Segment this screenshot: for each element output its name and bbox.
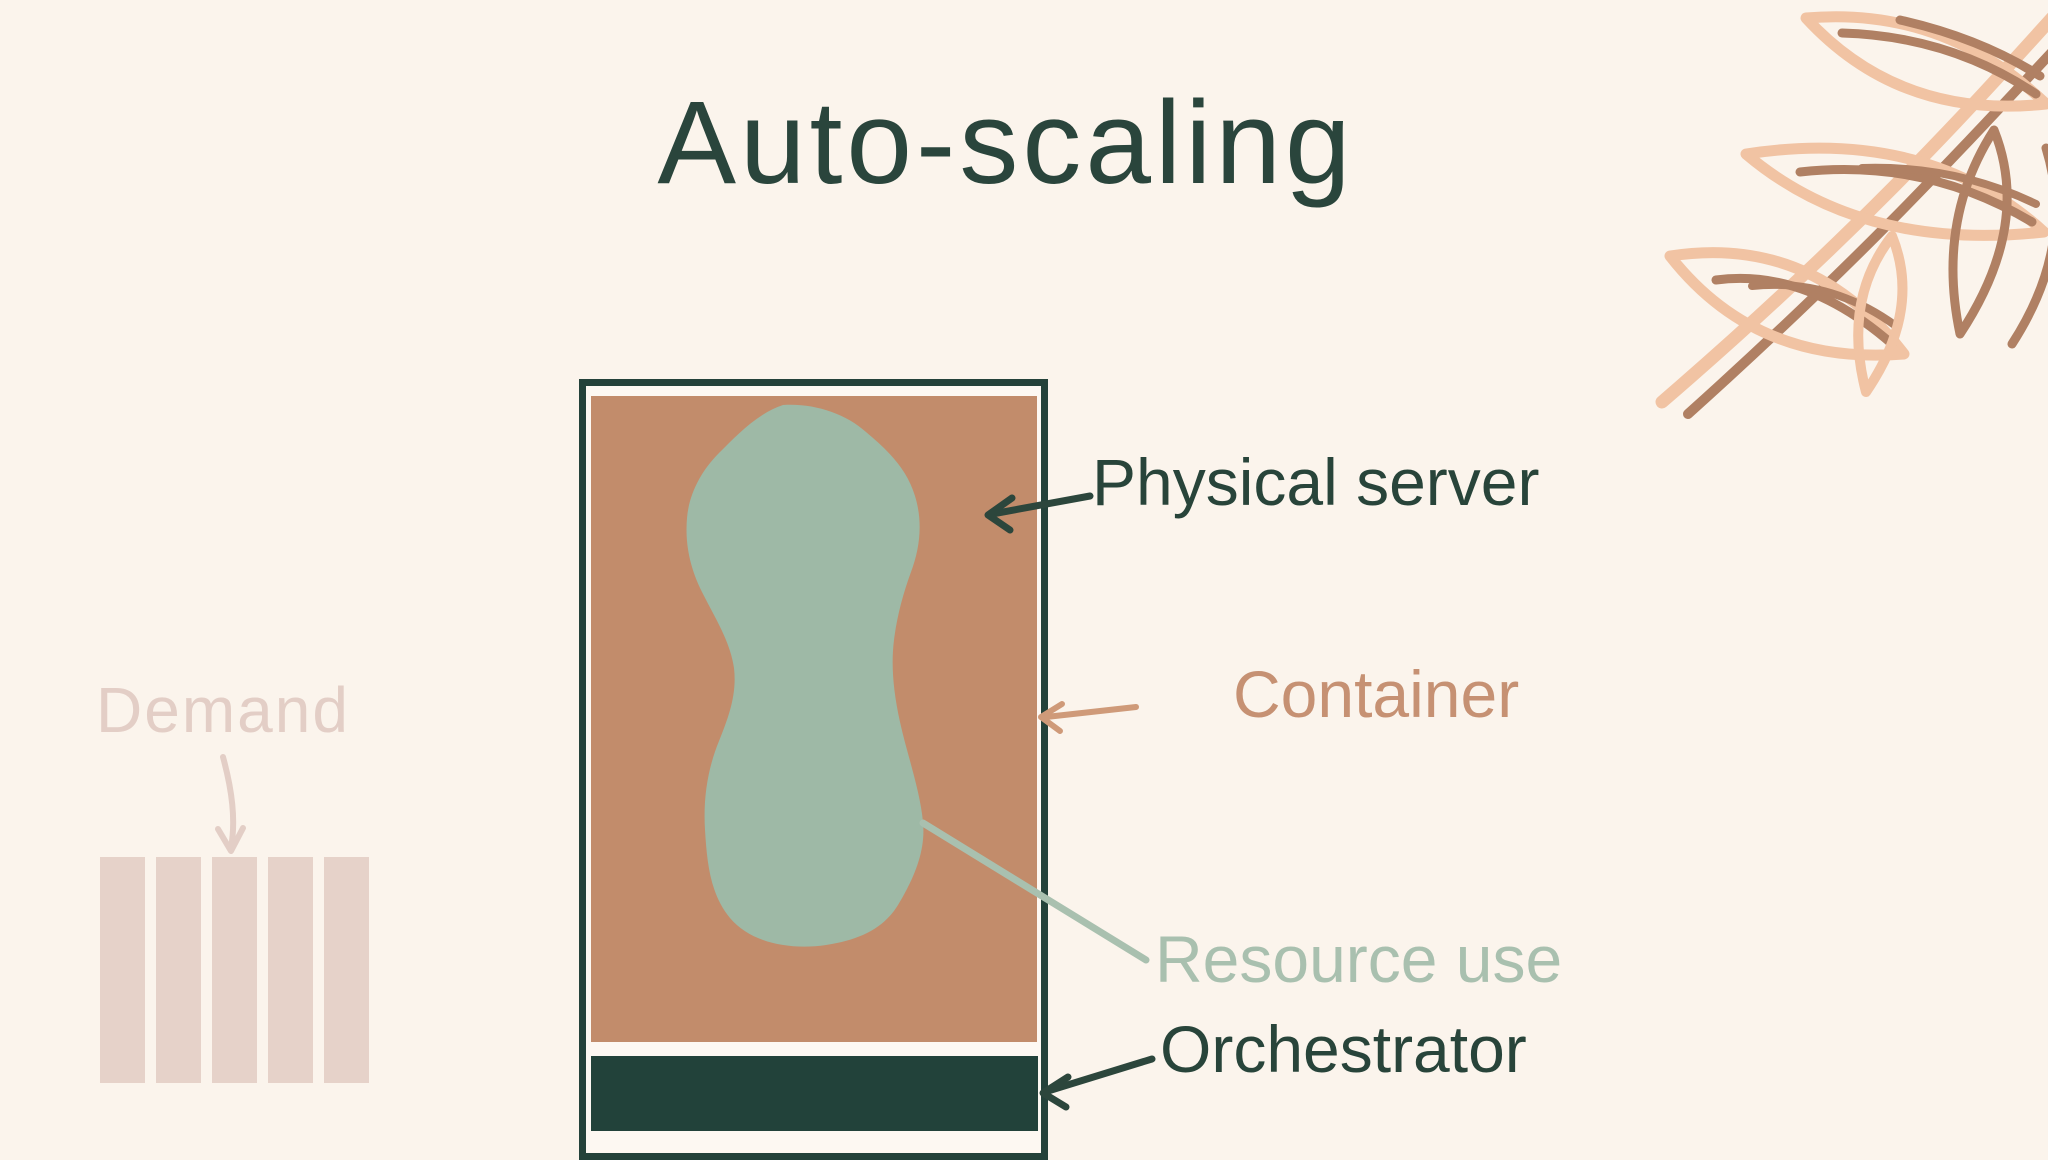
demand-arrow [215, 754, 246, 854]
page-title: Auto-scaling [657, 77, 1355, 209]
resource-use-blob [686, 404, 924, 947]
container-label: Container [1233, 657, 1520, 731]
demand-bar [212, 857, 257, 1083]
demand-bar [100, 857, 145, 1083]
container-arrow [1038, 701, 1139, 734]
resource-use-label: Resource use [1155, 922, 1563, 996]
physical-server-arrow [984, 492, 1094, 534]
demand-label: Demand [96, 674, 350, 746]
decorative-leaf-illustration [1655, 11, 2048, 419]
demand-bar [156, 857, 201, 1083]
physical-server-label: Physical server [1092, 445, 1540, 519]
demand-bar [324, 857, 369, 1083]
orchestrator-bar [591, 1056, 1038, 1131]
orchestrator-arrow [1039, 1055, 1156, 1111]
resource-use-line [919, 819, 1150, 964]
demand-bars-chart [100, 857, 370, 1083]
orchestrator-label: Orchestrator [1160, 1012, 1527, 1086]
demand-bar [268, 857, 313, 1083]
